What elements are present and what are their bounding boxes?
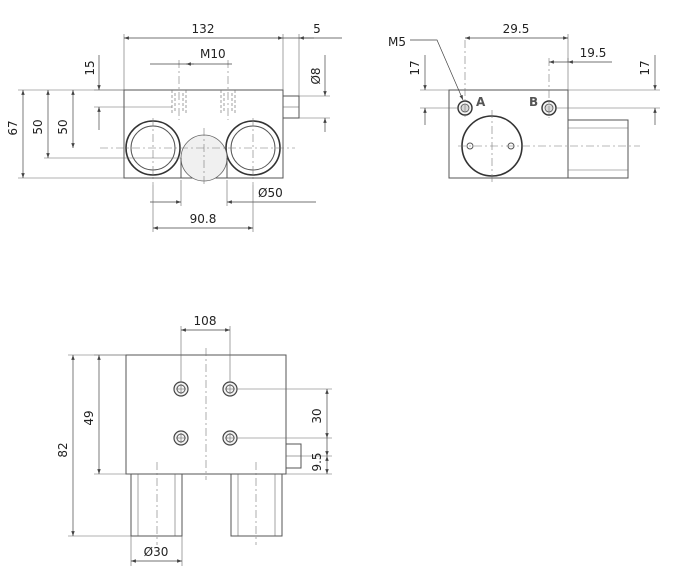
rod-right (230, 473, 283, 537)
dim-50-a-label: 50 (31, 119, 45, 134)
mount-holes (173, 381, 238, 446)
thread-holes (171, 90, 236, 115)
side-view: A B M5 29.5 19.5 17 17 (388, 22, 660, 182)
side-rod (567, 119, 629, 179)
dim-19-5-label: 19.5 (580, 46, 607, 60)
dim-90-8-label: 90.8 (190, 212, 217, 226)
dim-132-label: 132 (192, 22, 215, 36)
dim-82-label: 82 (56, 442, 70, 457)
dim-5-label: 5 (313, 22, 321, 36)
dim-67-label: 67 (6, 120, 20, 135)
dim-17-left-label: 17 (408, 60, 422, 75)
dim-d30-label: Ø30 (144, 545, 169, 559)
dim-m10-label: M10 (200, 47, 226, 61)
dim-15-label: 15 (83, 60, 97, 75)
rod-left (130, 473, 183, 537)
port-b (541, 58, 557, 118)
bore-center (180, 134, 228, 182)
dim-d50-label: Ø50 (258, 186, 283, 200)
dim-17-right-label: 17 (638, 60, 652, 75)
dim-m5-label: M5 (388, 35, 406, 49)
dim-d8-label: Ø8 (309, 67, 323, 84)
dim-49-label: 49 (82, 410, 96, 425)
port-a-label: A (476, 95, 486, 109)
dim-30-label: 30 (310, 408, 324, 423)
dim-50-b-label: 50 (56, 119, 70, 134)
dim-29-5-label: 29.5 (503, 22, 530, 36)
port-a (457, 40, 473, 118)
dim-9-5-label: 9.5 (310, 452, 324, 471)
front-view: 132 5 M10 15 Ø8 67 50 50 (6, 22, 342, 232)
dim-108-label: 108 (194, 314, 217, 328)
port-b-label: B (529, 95, 538, 109)
top-view: 108 49 82 30 9.5 Ø30 (56, 314, 332, 566)
